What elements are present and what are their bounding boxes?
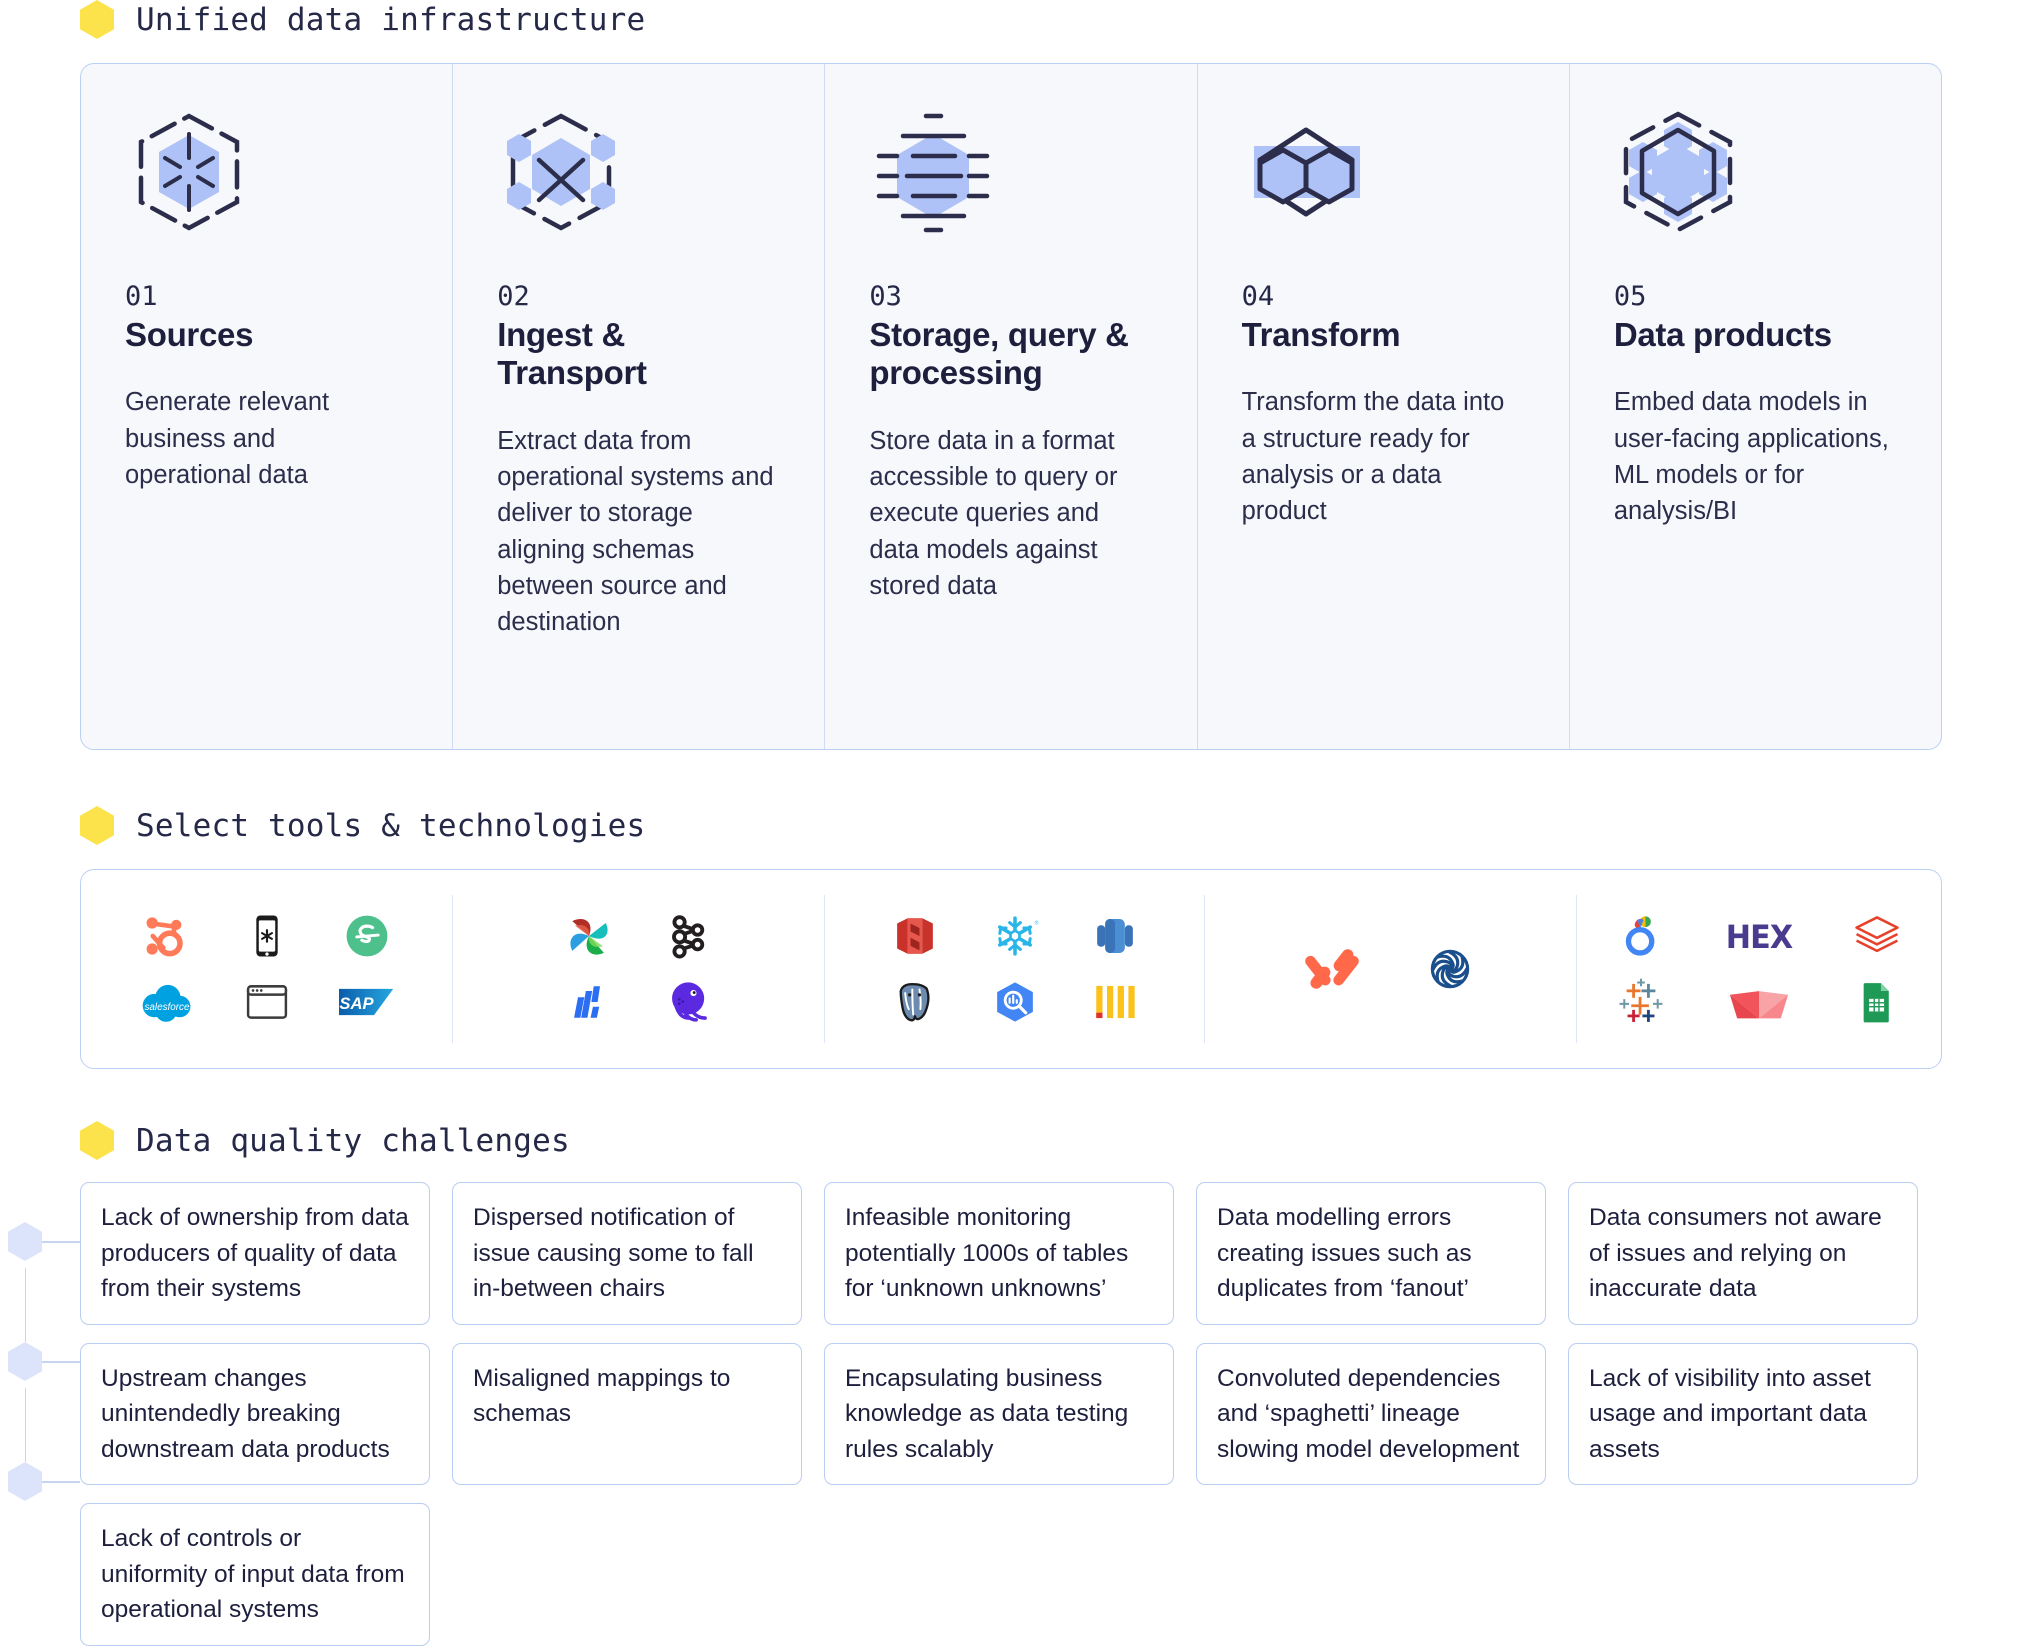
challenge-card-placeholder xyxy=(452,1503,802,1646)
stage-description: Generate relevant business and operation… xyxy=(125,388,330,489)
challenge-card[interactable]: Convoluted dependencies and ‘spaghetti’ … xyxy=(1196,1342,1546,1486)
connector-hexagon-icon xyxy=(8,1342,42,1381)
stage-number: 05 xyxy=(1613,281,1647,312)
svg-text:®: ® xyxy=(1034,919,1038,926)
dagster-logo-icon[interactable] xyxy=(1422,941,1478,997)
salesforce-logo-icon[interactable]: salesforce xyxy=(139,974,195,1030)
hexagon-bullet-icon xyxy=(80,0,114,39)
stage-title: Sources xyxy=(125,315,254,353)
stage-title: Transform xyxy=(1241,315,1401,353)
kafka-logo-icon[interactable] xyxy=(661,908,717,964)
mode-logo-icon[interactable] xyxy=(1713,974,1805,1030)
challenge-card[interactable]: Encapsulating business knowledge as data… xyxy=(824,1342,1174,1486)
postgresql-logo-icon[interactable] xyxy=(887,974,943,1030)
stage-number: 04 xyxy=(1241,281,1275,312)
stage-description: Store data in a format accessible to que… xyxy=(869,426,1118,600)
hexagon-split-icon xyxy=(1242,108,1370,236)
connector-hexagon-icon xyxy=(8,1462,42,1501)
svg-text:salesforce: salesforce xyxy=(144,1002,190,1013)
tools-heading-text: Select tools & technologies xyxy=(136,807,646,844)
databricks-logo-icon[interactable] xyxy=(1849,908,1905,964)
meltano-logo-icon[interactable] xyxy=(661,974,717,1030)
challenge-card[interactable]: Infeasible monitoring potentially 1000s … xyxy=(824,1182,1174,1325)
hex-logo-icon[interactable]: HEX xyxy=(1713,908,1805,964)
tableau-logo-icon[interactable] xyxy=(1613,974,1669,1030)
pipeline-heading-text: Unified data infrastructure xyxy=(136,1,646,38)
tool-group-transform xyxy=(1205,895,1577,1043)
tool-group-data-products: HEX xyxy=(1577,895,1941,1043)
connector-line xyxy=(42,1361,80,1363)
pipeline-section-heading: Unified data infrastructure xyxy=(0,0,2022,39)
hexagon-nodes-icon xyxy=(1614,108,1742,236)
challenge-card[interactable]: Misaligned mappings to schemas xyxy=(452,1342,802,1486)
google-sheets-logo-icon[interactable] xyxy=(1849,974,1905,1030)
stage-description: Extract data from operational systems an… xyxy=(497,426,774,636)
stage-title: Data products xyxy=(1613,315,1832,353)
stage-number: 03 xyxy=(869,281,902,312)
challenge-card[interactable]: Upstream changes unintendedly breaking d… xyxy=(80,1342,430,1486)
challenge-card[interactable]: Lack of visibility into asset usage and … xyxy=(1568,1342,1918,1486)
connector-hexagon-icon xyxy=(8,1222,42,1261)
connector-line xyxy=(24,1388,26,1462)
clickhouse-logo-icon[interactable] xyxy=(1087,974,1143,1030)
stripe-logo-icon[interactable] xyxy=(339,908,395,964)
tools-section-heading: Select tools & technologies xyxy=(0,806,2022,845)
challenge-card[interactable]: Lack of controls or uniformity of input … xyxy=(80,1503,430,1646)
hexagon-bullet-icon xyxy=(80,806,114,845)
stage-description: Transform the data into a structure read… xyxy=(1241,388,1505,525)
challenge-card-placeholder xyxy=(1196,1503,1546,1646)
pipeline-stage-sources[interactable]: 01 Sources Generate relevant business an… xyxy=(81,64,454,749)
svg-text:SAP: SAP xyxy=(339,994,374,1013)
stage-description: Embed data models in user-facing applica… xyxy=(1613,388,1889,525)
bigquery-logo-icon[interactable] xyxy=(987,974,1043,1030)
hexagon-burst-icon xyxy=(125,108,253,236)
hexagon-network-cross-icon xyxy=(497,108,625,236)
pipeline-stage-storage-query[interactable]: 03 Storage, query & processing Store dat… xyxy=(825,64,1198,749)
challenge-card[interactable]: Data modelling errors creating issues su… xyxy=(1196,1182,1546,1325)
challenge-card[interactable]: Dispersed notification of issue causing … xyxy=(452,1182,802,1325)
amazon-redshift-logo-icon[interactable] xyxy=(887,908,943,964)
svg-text:HEX: HEX xyxy=(1726,919,1793,953)
web-app-icon[interactable] xyxy=(239,974,295,1030)
tool-group-sources: salesforce xyxy=(81,895,453,1043)
hexagon-bullet-icon xyxy=(80,1121,114,1160)
sap-logo-icon[interactable]: SAP xyxy=(338,974,395,1030)
challenge-card[interactable]: Lack of ownership from data producers of… xyxy=(80,1182,430,1325)
mobile-app-icon[interactable] xyxy=(239,908,295,964)
tools-panel: salesforce xyxy=(80,869,1942,1069)
dbt-logo-icon[interactable] xyxy=(1304,941,1360,997)
challenges-heading-text: Data quality challenges xyxy=(136,1122,570,1159)
tool-group-storage-query: ® xyxy=(825,895,1205,1043)
connector-line xyxy=(24,1268,26,1342)
looker-logo-icon[interactable] xyxy=(1613,908,1669,964)
stage-title: Ingest & Transport xyxy=(497,315,647,392)
pipeline-stage-transform[interactable]: 04 Transform Transform the data into a s… xyxy=(1198,64,1570,749)
stage-number: 02 xyxy=(497,281,530,312)
tool-group-ingest-transport xyxy=(453,895,825,1043)
challenge-row: Lack of controls or uniformity of input … xyxy=(80,1503,2022,1646)
stage-title: Storage, query & processing xyxy=(869,315,1129,392)
snowflake-logo-icon[interactable]: ® xyxy=(987,908,1043,964)
airflow-logo-icon[interactable] xyxy=(561,908,617,964)
pipeline-stage-ingest-transport[interactable]: 02 Ingest & Transport Extract data from … xyxy=(453,64,826,749)
pipeline-stage-data-products[interactable]: 05 Data products Embed data models in us… xyxy=(1570,64,1941,749)
hexagon-layers-icon xyxy=(869,108,997,236)
challenges-section-heading: Data quality challenges xyxy=(0,1121,2022,1160)
hubspot-logo-icon[interactable] xyxy=(139,908,195,964)
amazon-rds-logo-icon[interactable] xyxy=(1087,908,1143,964)
connector-line xyxy=(42,1481,80,1483)
fivetran-logo-icon[interactable] xyxy=(561,974,617,1030)
pipeline-panel: 01 Sources Generate relevant business an… xyxy=(80,63,1942,750)
challenge-row: Lack of ownership from data producers of… xyxy=(80,1182,2022,1325)
challenge-card-placeholder xyxy=(824,1503,1174,1646)
stage-number: 01 xyxy=(125,281,158,312)
connector-line xyxy=(42,1241,80,1243)
challenge-connector-rail xyxy=(0,1182,80,1646)
challenge-card-placeholder xyxy=(1568,1503,1918,1646)
challenge-row: Upstream changes unintendedly breaking d… xyxy=(80,1342,2022,1486)
challenge-card[interactable]: Data consumers not aware of issues and r… xyxy=(1568,1182,1918,1325)
challenges-grid: Lack of ownership from data producers of… xyxy=(0,1182,2022,1646)
